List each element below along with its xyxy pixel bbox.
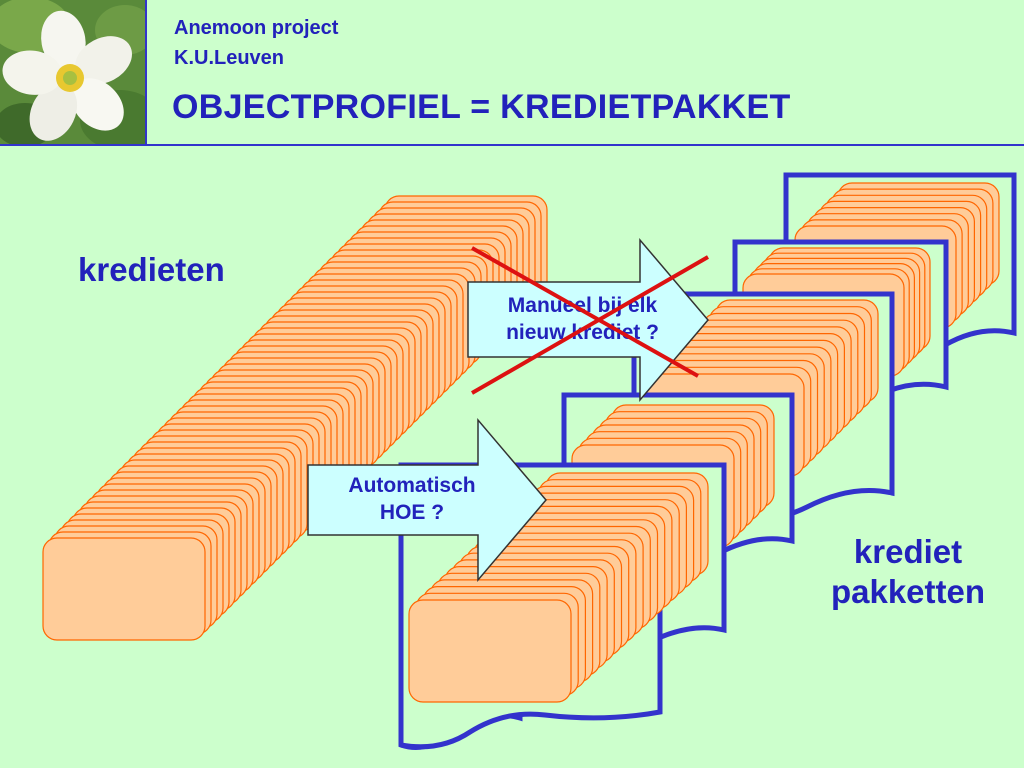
krediet-pakketten-line2: pakketten bbox=[830, 573, 986, 610]
auto-arrow-text: Automatisch HOE ? bbox=[312, 472, 512, 526]
page-title: OBJECTPROFIEL = KREDIETPAKKET bbox=[172, 88, 791, 126]
flower-image bbox=[0, 0, 160, 150]
anemone-flower-logo bbox=[0, 0, 160, 150]
package-0-cards bbox=[408, 472, 709, 703]
auto-arrow-line1: Automatisch bbox=[348, 474, 476, 497]
slide-header: Anemoon project K.U.Leuven OBJECTPROFIEL… bbox=[0, 0, 1024, 150]
manual-arrow-line1: Manueel bij elk bbox=[507, 294, 658, 317]
university-name: K.U.Leuven bbox=[174, 47, 285, 69]
package-0 bbox=[398, 462, 727, 750]
credit-card bbox=[42, 537, 206, 641]
auto-arrow-line2: HOE ? bbox=[379, 501, 445, 524]
package-card bbox=[408, 599, 572, 703]
kredieten-label: kredieten bbox=[78, 251, 225, 288]
auto-arrow bbox=[307, 417, 547, 583]
project-name: Anemoon project bbox=[174, 17, 339, 39]
manual-arrow-text: Manueel bij elk nieuw krediet ? bbox=[470, 292, 695, 346]
manual-arrow-line2: nieuw krediet ? bbox=[506, 321, 659, 344]
krediet-pakketten-line1: krediet bbox=[853, 533, 963, 570]
krediet-pakketten-label: krediet pakketten bbox=[808, 532, 1008, 612]
